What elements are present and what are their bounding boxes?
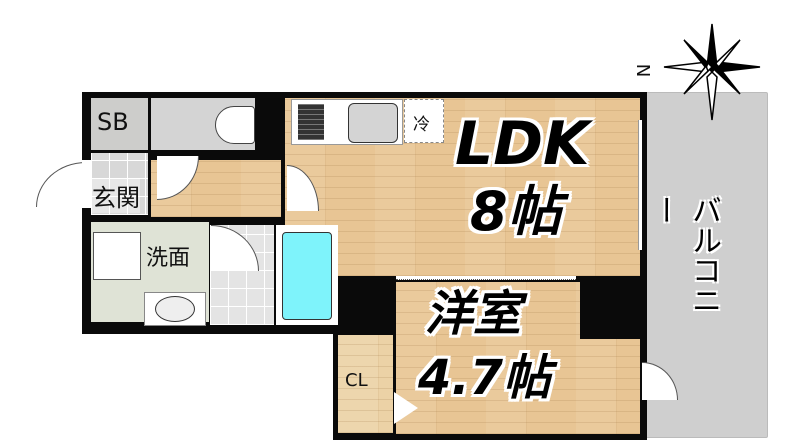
washbasin-bowl-icon: [155, 296, 195, 322]
compass: [662, 22, 762, 122]
western-room-label: 洋室: [425, 286, 522, 342]
entrance-label: 玄関: [92, 178, 140, 213]
western-room-pillar: [580, 282, 640, 339]
entrance-floor: [91, 153, 148, 215]
ldk-size: 8帖: [470, 180, 562, 243]
ldk-window: [638, 120, 642, 250]
closet-floor: [338, 335, 393, 433]
toilet-icon: [215, 106, 255, 144]
sliding-door[interactable]: [396, 276, 576, 280]
sink-icon: [348, 103, 398, 143]
balcony-label: バルコニー: [646, 195, 721, 315]
stove-icon: [298, 104, 324, 140]
shoe-box: [91, 98, 148, 150]
closet-door[interactable]: [394, 392, 418, 424]
washroom-label: 洗面: [146, 246, 191, 271]
western-room-size: 4.7帖: [418, 350, 552, 406]
entrance-opening: [82, 160, 91, 208]
shoe-box-label: SB: [97, 108, 129, 136]
bathtub: [282, 232, 332, 320]
closet-label: CL: [345, 370, 368, 391]
fridge-label: 冷: [413, 115, 430, 135]
fridge-space: [404, 99, 444, 143]
ldk-label: LDK: [455, 109, 590, 179]
compass-rose-icon: [663, 23, 761, 121]
entrance-door[interactable]: [36, 162, 86, 207]
north-label: N: [634, 63, 656, 78]
washing-machine-icon: [93, 232, 141, 280]
